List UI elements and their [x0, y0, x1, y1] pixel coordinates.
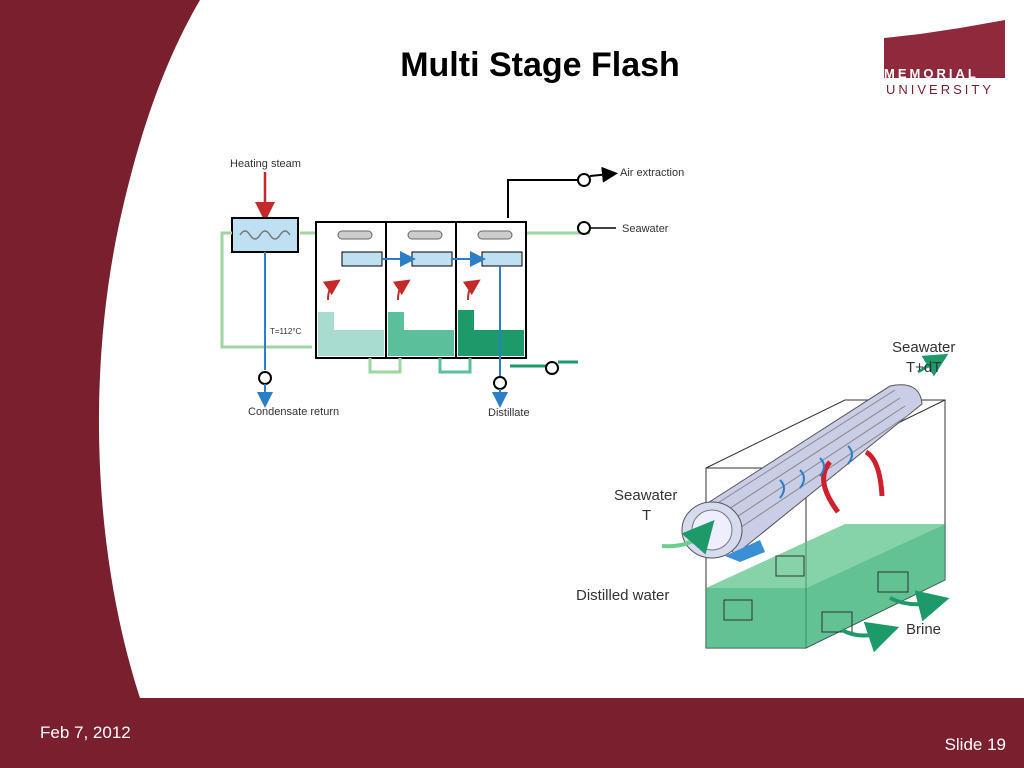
brine-openings	[723, 555, 909, 633]
logo-text-university: UNIVERSITY	[886, 82, 995, 97]
label-brine: Brine	[906, 621, 941, 638]
label-seawater-inlet: Seawater	[622, 223, 669, 235]
label-air-extraction: Air extraction	[620, 167, 684, 179]
distilled-water-collect	[725, 540, 765, 562]
label-seawater-in-temp: T	[642, 507, 651, 524]
footer-date: Feb 7, 2012	[40, 723, 131, 742]
university-logo	[884, 20, 1006, 98]
seawater-out-arrow	[917, 353, 949, 377]
slide-number: Slide 19	[944, 735, 1006, 754]
brine-level-1	[318, 312, 384, 356]
condensate-drip-arrows	[779, 445, 853, 499]
air-extraction-node	[577, 173, 591, 187]
vapor-arrows-3d	[821, 449, 885, 514]
condenser-tubes	[337, 230, 513, 240]
label-seawater-out: Seawater	[892, 339, 955, 356]
air-extraction-line	[507, 179, 578, 218]
brine-level-3	[458, 310, 524, 356]
brine-out-arrow-1	[841, 621, 900, 653]
label-seawater-in: Seawater	[614, 487, 677, 504]
tube-bundle	[699, 384, 923, 556]
label-distillate: Distillate	[488, 407, 530, 419]
brine-heater	[231, 217, 299, 253]
label-heating-steam: Heating steam	[230, 158, 301, 170]
brine-discharge-node	[545, 361, 559, 375]
brine-level-2	[388, 312, 454, 356]
slide-title: Multi Stage Flash	[400, 46, 680, 84]
label-temperature: T=112°C	[270, 327, 302, 336]
seawater-in-arrow	[661, 519, 715, 555]
logo-text-memorial: MEMORIAL	[884, 66, 979, 81]
distillate-trays	[341, 251, 523, 267]
label-condensate-return: Condensate return	[248, 406, 339, 418]
brine-out-arrow-2	[889, 590, 950, 622]
label-seawater-out-temp: T+dT	[906, 359, 941, 376]
vapor-arrows	[322, 279, 481, 301]
label-distilled-water: Distilled water	[576, 587, 669, 604]
brine-pool	[706, 524, 945, 648]
